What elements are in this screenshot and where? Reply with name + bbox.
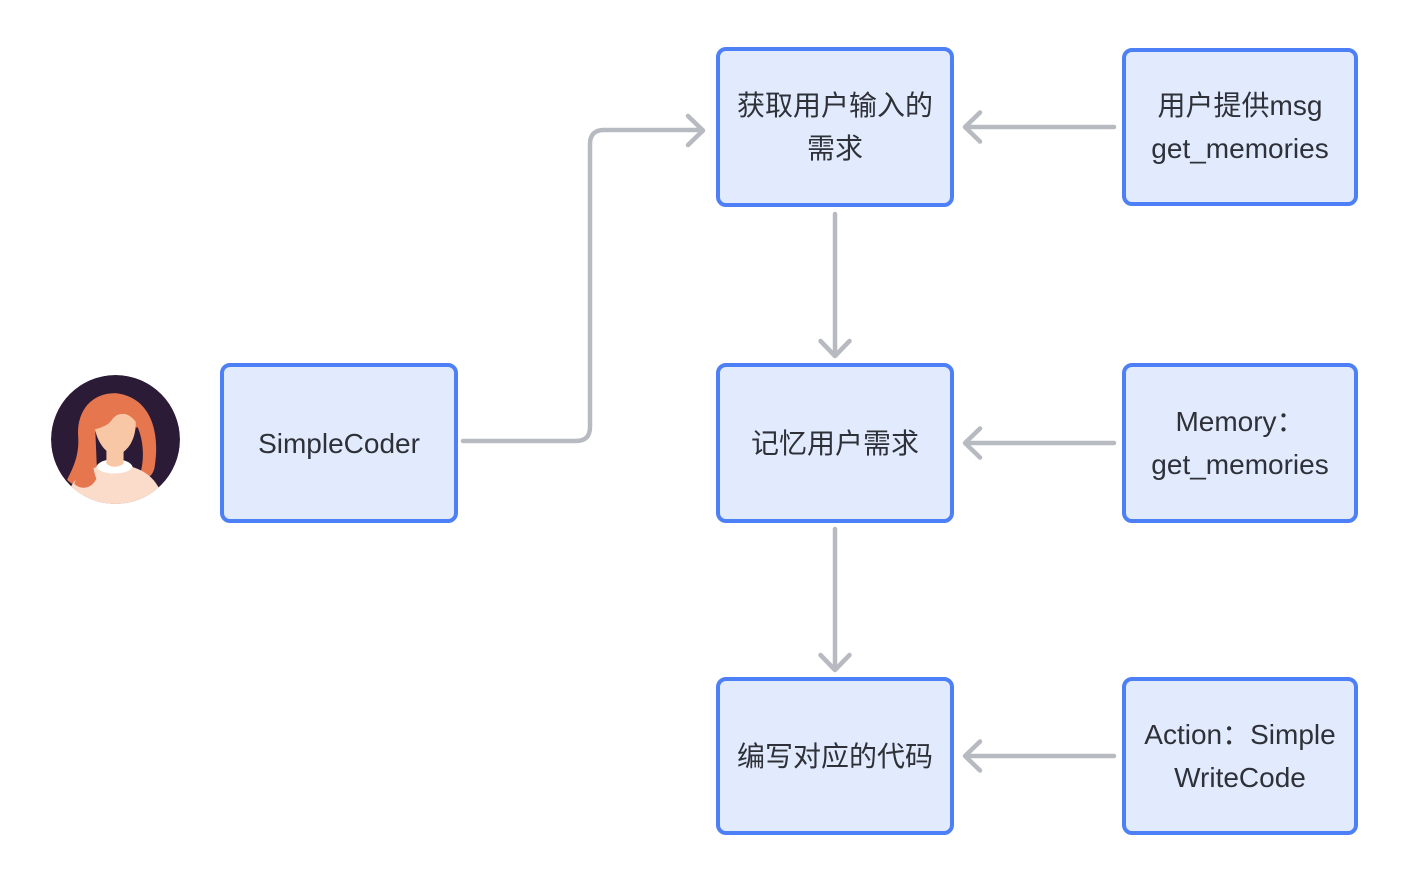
node-write-code-label: 编写对应的代码 <box>736 740 933 772</box>
node-user-msg-label: 用户提供msg get_memories <box>1151 90 1329 164</box>
node-action-writecode: Action：Simple WriteCode <box>1122 677 1358 835</box>
node-get-user-input-label: 获取用户输入的 需求 <box>736 90 933 164</box>
node-action-writecode-label: Action：Simple WriteCode <box>1144 719 1336 793</box>
node-get-user-input: 获取用户输入的 需求 <box>716 47 954 207</box>
arrow-input2-to-step2 <box>962 426 1117 460</box>
arrow-agent-to-step1 <box>460 113 706 444</box>
node-memorize-requirement: 记忆用户需求 <box>716 363 954 523</box>
arrow-input1-to-step1 <box>962 110 1117 144</box>
arrow-input3-to-step3 <box>962 739 1117 773</box>
arrow-step2-to-step3 <box>818 526 852 673</box>
woman-avatar-icon <box>51 375 180 504</box>
user-avatar <box>51 375 180 504</box>
node-memory-get-memories: Memory： get_memories <box>1122 363 1358 523</box>
node-memory-get-memories-label: Memory： get_memories <box>1151 406 1329 480</box>
node-simplecoder: SimpleCoder <box>220 363 458 523</box>
node-simplecoder-label: SimpleCoder <box>258 427 420 459</box>
node-write-code: 编写对应的代码 <box>716 677 954 835</box>
node-memorize-requirement-label: 记忆用户需求 <box>750 427 919 459</box>
arrow-step1-to-step2 <box>818 211 852 359</box>
node-user-msg: 用户提供msg get_memories <box>1122 48 1358 206</box>
